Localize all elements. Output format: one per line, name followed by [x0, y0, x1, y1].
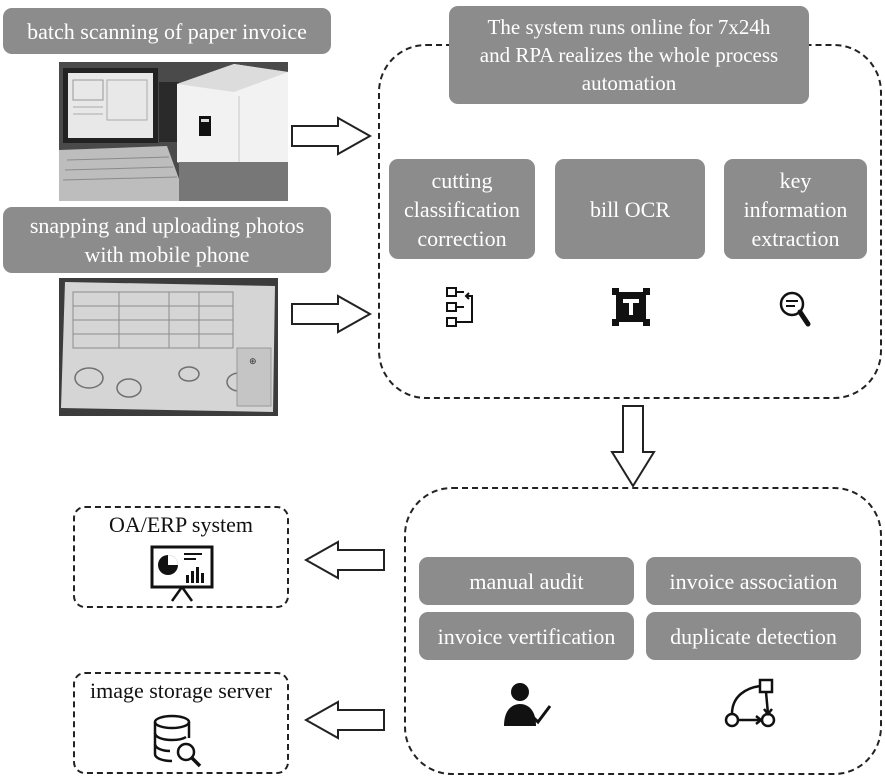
- image-storage-group: [73, 672, 289, 774]
- task-manual-audit: manual audit: [419, 557, 634, 605]
- scan-label: batch scanning of paper invoice: [3, 8, 331, 54]
- auditor-icon: [502, 680, 552, 728]
- step-bill-ocr: bill OCR: [555, 159, 705, 259]
- database-search-icon: [152, 714, 204, 770]
- oa-erp-label: OA/ERP system: [108, 512, 254, 537]
- right-arrow-icon: [290, 116, 374, 156]
- ocr-text-icon: [610, 286, 652, 328]
- oa-erp-group: [73, 506, 289, 608]
- task-invoice-association: invoice association: [646, 557, 861, 605]
- step-cutting-classification: cutting classification correction: [389, 159, 535, 259]
- svg-text:⊕: ⊕: [249, 357, 257, 367]
- classification-icon: [444, 286, 478, 328]
- left-arrow-icon: [302, 540, 386, 580]
- step-key-information: key information extraction: [724, 159, 867, 259]
- task-duplicate-detection: duplicate detection: [646, 612, 861, 660]
- right-arrow-icon: [290, 294, 374, 334]
- down-arrow-icon: [610, 404, 656, 488]
- mobile-upload-label: snapping and uploading photos with mobil…: [3, 207, 331, 273]
- magnifier-icon: [778, 290, 812, 330]
- invoice-photo: ⊕: [59, 278, 278, 416]
- task-invoice-verification: invoice vertification: [419, 612, 634, 660]
- presentation-chart-icon: [150, 545, 214, 603]
- image-storage-label: image storage server: [89, 678, 273, 703]
- workflow-icon: [722, 678, 784, 730]
- processing-group: [404, 487, 882, 775]
- system-title: The system runs online for 7x24h and RPA…: [449, 6, 809, 104]
- left-arrow-icon: [302, 700, 386, 740]
- scanner-photo: [59, 62, 288, 201]
